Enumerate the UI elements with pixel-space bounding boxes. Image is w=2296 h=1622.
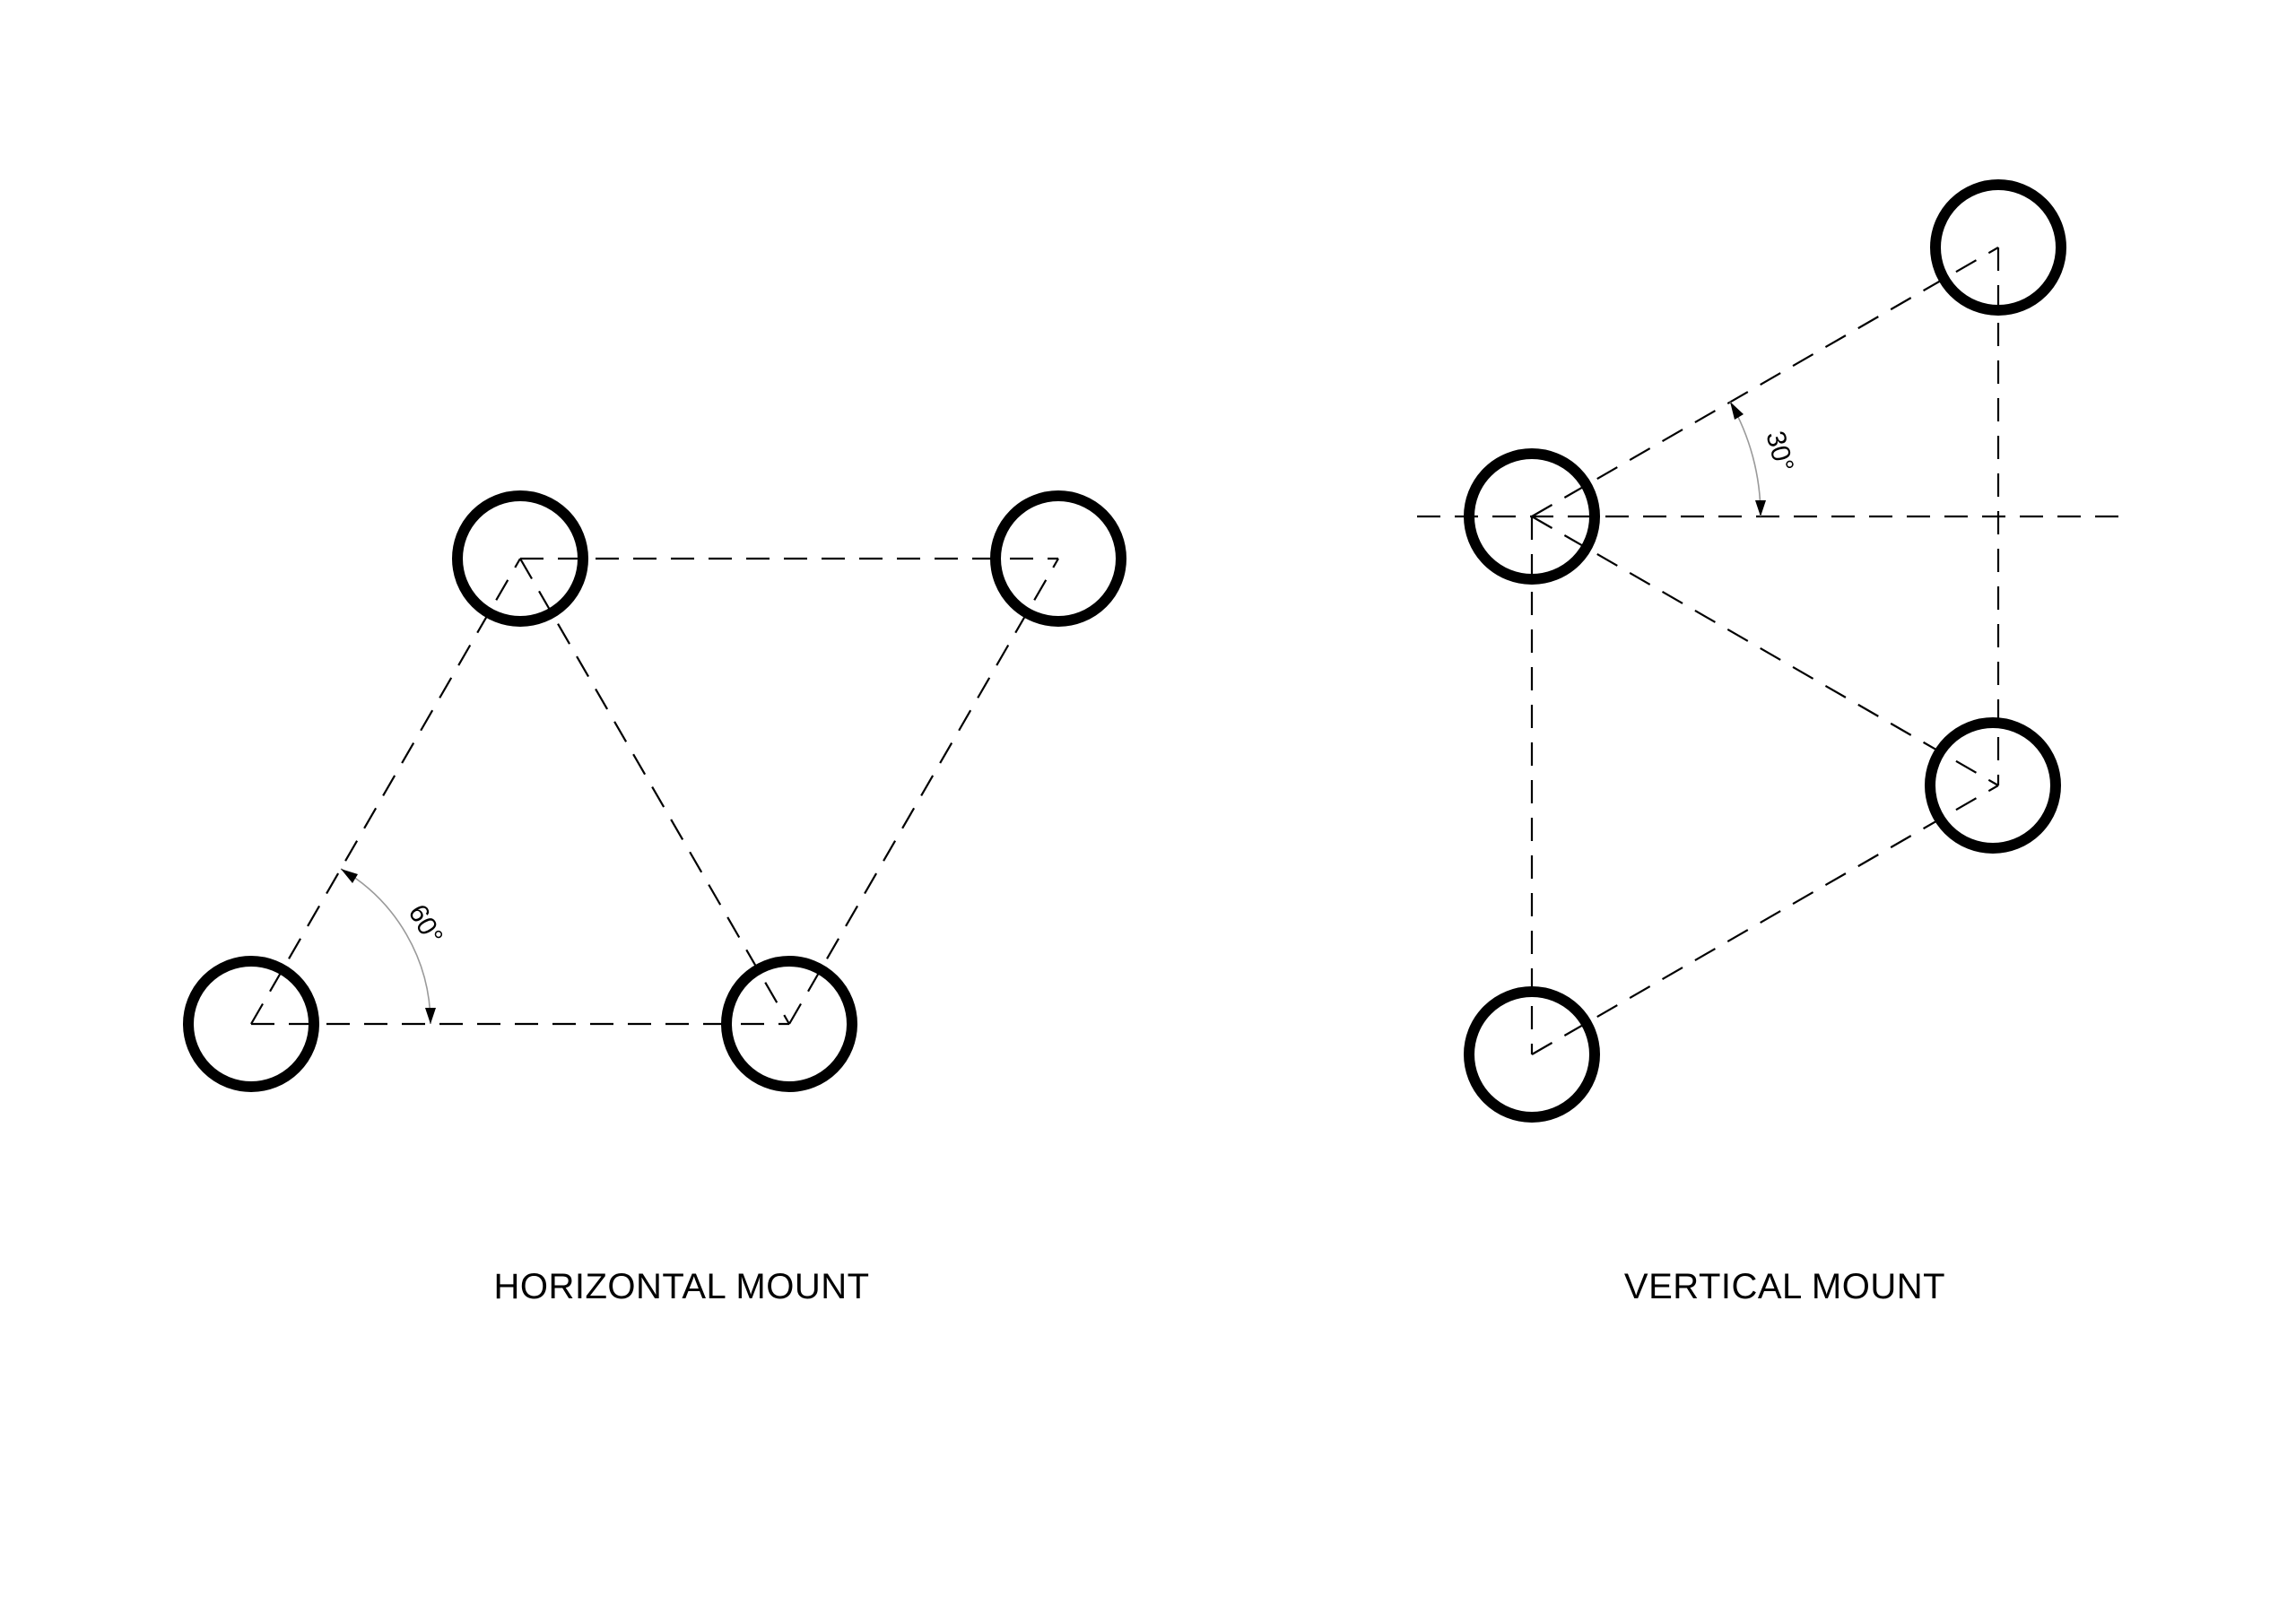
horizontal-angle-label: 60° xyxy=(403,899,448,950)
vertical-hole-bottom-left xyxy=(1464,986,1600,1123)
horizontal-middle-diagonal xyxy=(519,558,790,1025)
horizontal-angle-arc xyxy=(340,868,431,1025)
vertical-hole-middle-right xyxy=(1925,717,2061,854)
horizontal-hole-top-left xyxy=(452,490,588,627)
horizontal-right-diagonal xyxy=(788,558,1059,1025)
horizontal-angle-dimension: 60° xyxy=(340,868,448,1025)
horizontal-mount-view: 60° HORIZONTAL MOUNT xyxy=(183,490,1126,1306)
vertical-middle-diagonal xyxy=(1531,516,1999,786)
vertical-mounting-holes xyxy=(1464,179,2066,1123)
vertical-angle-dimension: 30° xyxy=(1729,401,1799,517)
horizontal-hole-bottom-left xyxy=(183,956,319,1092)
vertical-mount-caption: VERTICAL MOUNT xyxy=(1624,1267,1945,1306)
horizontal-construction-lines xyxy=(250,557,1059,1026)
vertical-mount-view: 30° VERTICAL MOUNT xyxy=(1417,179,2121,1306)
vertical-angle-arrow-top xyxy=(1730,402,1744,420)
horizontal-mount-caption: HORIZONTAL MOUNT xyxy=(493,1267,869,1306)
horizontal-angle-arrow-top xyxy=(341,869,358,883)
horizontal-mounting-holes xyxy=(183,490,1126,1092)
vertical-lower-diagonal xyxy=(1531,785,1999,1055)
horizontal-angle-arrow-bottom xyxy=(425,1008,436,1024)
vertical-construction-lines xyxy=(1417,247,2121,1055)
vertical-hole-middle-left xyxy=(1464,448,1600,585)
horizontal-left-diagonal xyxy=(250,558,521,1025)
horizontal-hole-bottom-right xyxy=(721,956,857,1092)
horizontal-hole-top-right xyxy=(990,490,1126,627)
vertical-hole-top-right xyxy=(1930,179,2066,316)
vertical-upper-diagonal xyxy=(1531,247,1999,517)
vertical-angle-label: 30° xyxy=(1760,428,1799,474)
vertical-angle-arrow-bottom xyxy=(1755,500,1766,516)
